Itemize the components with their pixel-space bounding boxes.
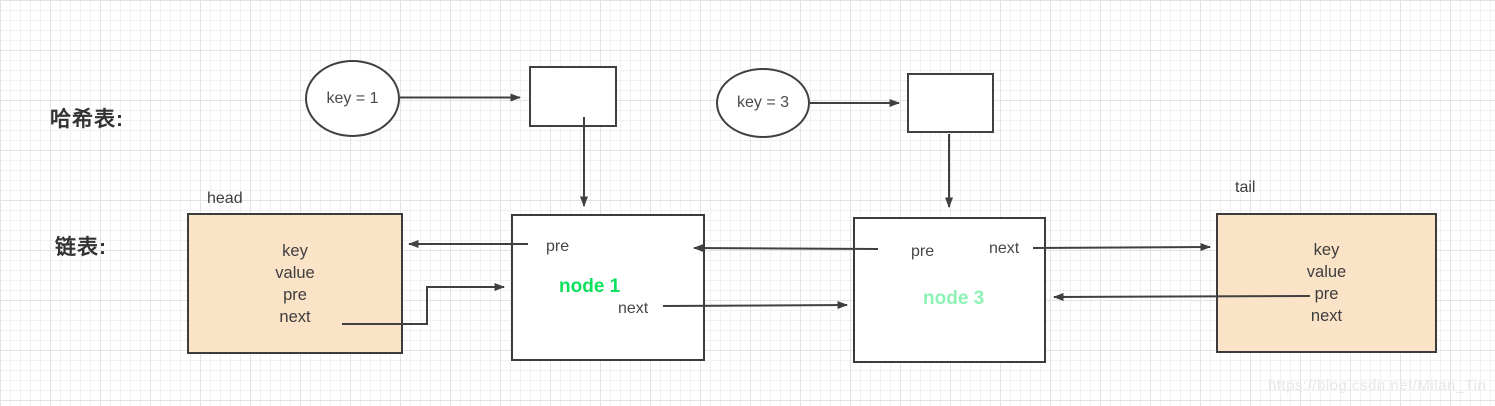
tail-field-value: value [1306, 263, 1347, 281]
tail-node-box: key value pre next [1216, 213, 1437, 353]
hash-table-section-label: 哈希表: [50, 108, 124, 131]
hash-key1-ellipse: key = 1 [305, 60, 400, 137]
tail-title: tail [1235, 179, 1256, 196]
head-field-value: value [275, 263, 315, 282]
node1-name-label: node 1 [559, 276, 621, 297]
tail-field-next: next [1310, 307, 1343, 325]
linked-list-section-label: 链表: [55, 236, 107, 259]
csdn-watermark: https://blog.csdn.net/Milan_Tin [1268, 377, 1487, 394]
node3-pre-label: pre [911, 243, 935, 260]
hash-key1-label: key = 1 [326, 89, 379, 107]
hash-key3-label: key = 3 [736, 94, 790, 111]
head-field-pre: pre [283, 285, 307, 304]
tail-field-pre: pre [1314, 285, 1339, 303]
node1-box: pre node 1 next [511, 214, 705, 361]
hash-bucket-cell-1 [529, 66, 617, 127]
node3-name-label: node 3 [923, 288, 985, 309]
head-title: head [207, 190, 243, 207]
node3-next-label: next [989, 240, 1020, 257]
tail-field-key: key [1313, 241, 1340, 259]
arrow-node3-pre-to-node1 [693, 244, 879, 253]
node1-next-label: next [618, 300, 649, 317]
head-field-next: next [279, 307, 311, 326]
hash-bucket-cell-3 [907, 73, 994, 133]
arrow-node3-next-to-tail [1032, 243, 1211, 252]
node3-box: pre next node 3 [853, 217, 1046, 363]
head-node-box: key value pre next [187, 213, 403, 354]
hash-key3-ellipse: key = 3 [716, 68, 810, 138]
head-field-key: key [282, 241, 308, 260]
node1-pre-label: pre [546, 238, 570, 255]
